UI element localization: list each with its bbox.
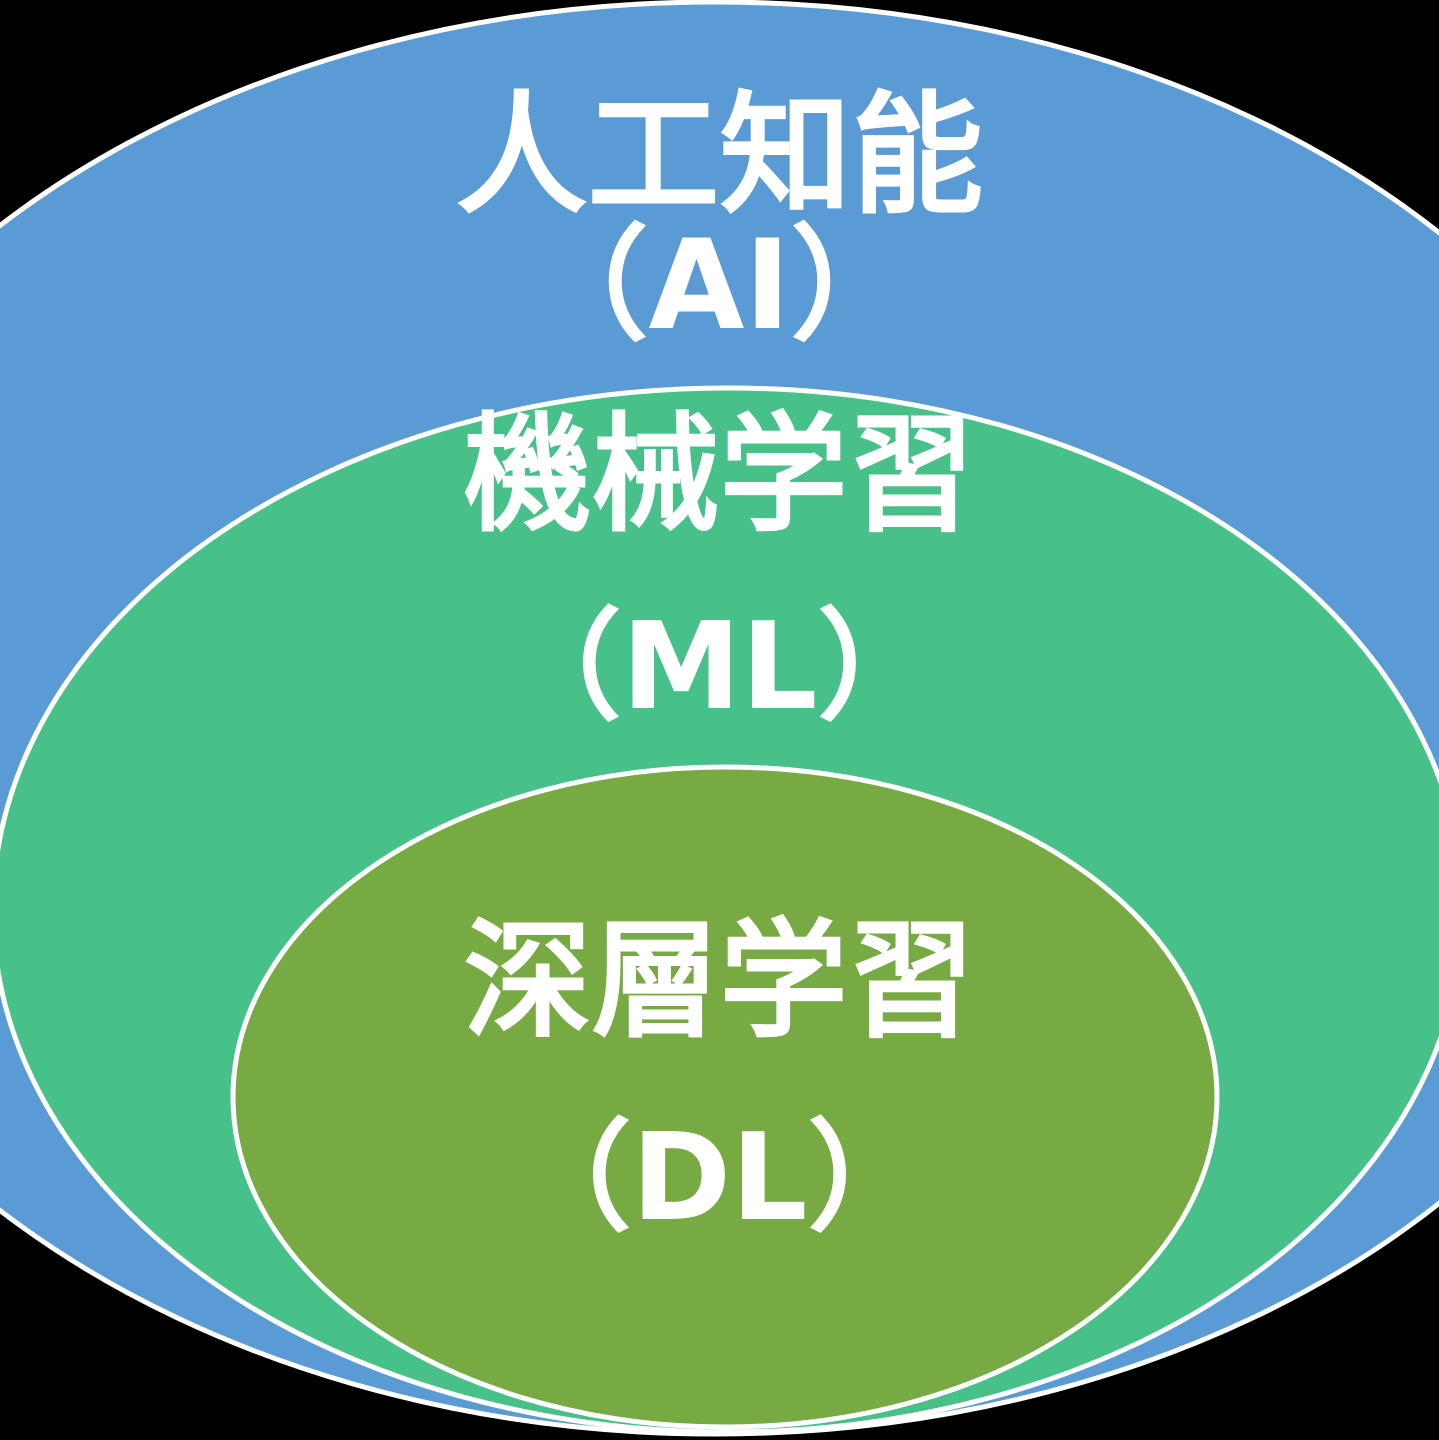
dl-ellipse (230, 764, 1220, 1430)
ml-label-abbreviation: （ML） (501, 598, 938, 737)
dl-label-japanese: 深層学習 (463, 907, 976, 1056)
ai-label-japanese: 人工知能 (455, 79, 984, 233)
ml-label-japanese: 機械学習 (463, 401, 976, 550)
dl-label-abbreviation: （DL） (511, 1109, 928, 1248)
ai-label-abbreviation: （AI） (524, 214, 915, 358)
